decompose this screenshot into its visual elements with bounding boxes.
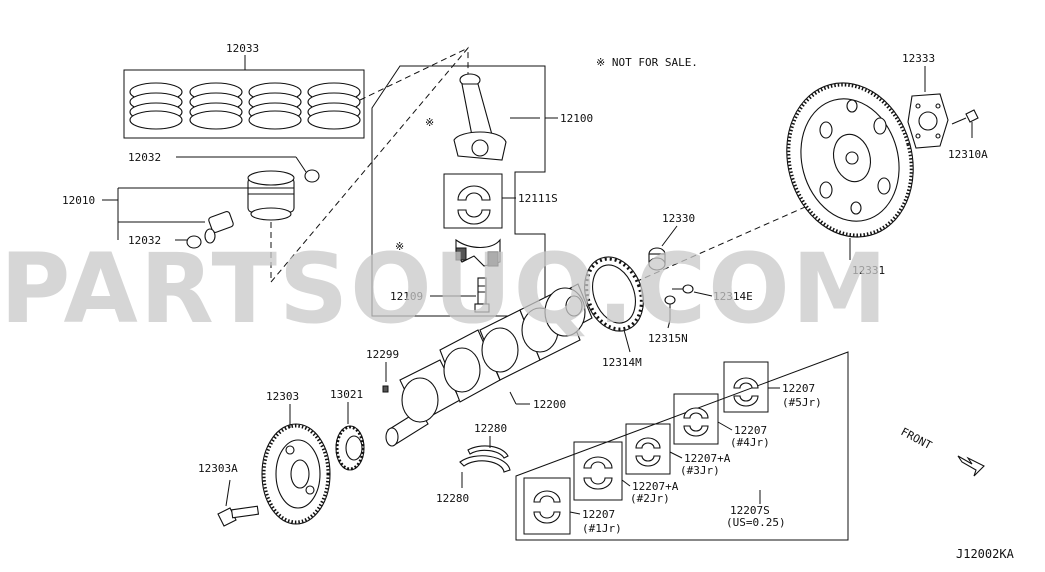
label-12314e: 12314E — [713, 290, 753, 303]
piston-pin[interactable] — [204, 211, 234, 244]
key[interactable] — [382, 385, 389, 393]
label-12207a-2: 12207+A — [632, 480, 679, 493]
label-12280-upper: 12280 — [474, 422, 507, 435]
main-bearing-kit — [515, 351, 849, 541]
label-12207a-2-jr: (#2Jr) — [630, 492, 670, 505]
label-12315n: 12315N — [648, 332, 688, 345]
pulley-bolt[interactable] — [217, 505, 260, 527]
snap-ring-upper[interactable] — [304, 169, 320, 183]
label-12299: 12299 — [366, 348, 399, 361]
main-bearing-5[interactable] — [723, 361, 769, 413]
connecting-rod[interactable] — [453, 73, 540, 161]
label-12314m: 12314M — [602, 356, 642, 369]
bolt-12314e[interactable] — [672, 284, 694, 294]
diagram-code: J12002KA — [956, 547, 1015, 561]
label-13021: 13021 — [330, 388, 363, 401]
connecting-rod-group — [371, 65, 546, 317]
rod-bolt[interactable] — [474, 277, 490, 313]
piston-ring-set[interactable]: 12033 — [123, 42, 365, 139]
label-12207-5: 12207 — [782, 382, 815, 395]
reinforcement-plate[interactable] — [907, 93, 949, 149]
crankshaft[interactable] — [385, 283, 593, 447]
main-bearing-3[interactable] — [625, 423, 671, 475]
label-12331: 12331 — [852, 264, 885, 277]
not-for-sale-note: ※ NOT FOR SALE. — [596, 56, 698, 69]
main-bearing-2[interactable] — [573, 441, 623, 501]
front-label: FRONT — [899, 425, 935, 452]
label-12200: 12200 — [533, 398, 566, 411]
label-12330: 12330 — [662, 212, 695, 225]
marker-not-for-sale-rod: ※ — [425, 116, 434, 129]
crank-sprocket[interactable] — [335, 425, 365, 471]
label-12207a-3-jr: (#3Jr) — [680, 464, 720, 477]
main-bearing-4[interactable] — [673, 393, 719, 445]
label-12207-4-jr: (#4Jr) — [730, 436, 770, 449]
label-12010: 12010 — [62, 194, 95, 207]
flywheel-bolt[interactable] — [951, 109, 979, 125]
signal-plate[interactable] — [575, 249, 654, 340]
main-bearing-1[interactable] — [523, 477, 571, 535]
label-12032-upper: 12032 — [128, 151, 161, 164]
piston[interactable] — [247, 170, 295, 221]
label-12207s: 12207S — [730, 504, 770, 517]
label-12207a-3: 12207+A — [684, 452, 731, 465]
label-12333: 12333 — [902, 52, 935, 65]
label-12207s-us: (US=0.25) — [726, 516, 786, 529]
drive-plate[interactable] — [770, 69, 930, 252]
label-12109: 12109 — [390, 290, 423, 303]
label-12310a: 12310A — [948, 148, 988, 161]
label-12207-4: 12207 — [734, 424, 767, 437]
marker-not-for-sale-cap: ※ — [395, 240, 404, 253]
label-12207-1-jr: (#1Jr) — [582, 522, 622, 535]
rod-bearing-set[interactable] — [443, 173, 516, 229]
label-12100: 12100 — [560, 112, 593, 125]
front-direction-indicator: FRONT — [899, 425, 985, 477]
label-12111s: 12111S — [518, 192, 558, 205]
label-12280-lower: 12280 — [436, 492, 469, 505]
label-12033: 12033 — [226, 42, 259, 55]
label-12303a: 12303A — [198, 462, 238, 475]
snap-ring-lower[interactable] — [186, 235, 202, 249]
bolt-12315n[interactable] — [664, 295, 676, 320]
thrust-washers[interactable] — [459, 445, 511, 473]
label-12032-lower: 12032 — [128, 234, 161, 247]
label-12303: 12303 — [266, 390, 299, 403]
front-arrow-icon — [957, 455, 985, 477]
rod-cap[interactable] — [455, 238, 501, 267]
watermark-text: PARTSOUQ.COM — [0, 233, 889, 345]
crank-pulley[interactable] — [261, 423, 331, 525]
label-12207-5-jr: (#5Jr) — [782, 396, 822, 409]
pilot-bushing[interactable] — [648, 247, 666, 271]
label-12207-1: 12207 — [582, 508, 615, 521]
